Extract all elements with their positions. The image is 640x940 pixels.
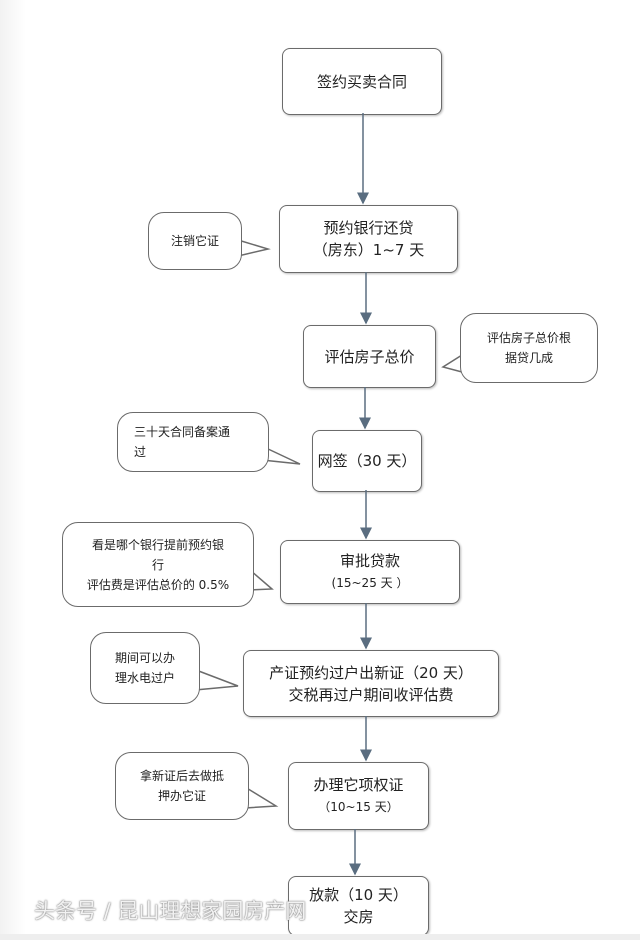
note-line: 过: [134, 445, 147, 459]
step-appraisal: 评估房子总价: [303, 325, 436, 388]
step-title: 产证预约过户出新证（20 天）: [269, 663, 473, 682]
page-bottom-edge: [0, 934, 640, 940]
watermark: 头条号 / 昆山理想家园房产网: [34, 899, 307, 923]
callout-tail-3: [261, 447, 301, 465]
note-line: 拿新证后去做抵: [139, 769, 224, 783]
callout-tail-2: [441, 354, 463, 373]
note-filing: 三十天合同备案通 过: [117, 412, 269, 472]
callout-tail-6: [244, 786, 279, 809]
note-bank-fee: 看是哪个银行提前预约银 行 评估费是评估总价的 0.5%: [62, 522, 254, 607]
page-edge: [0, 0, 26, 940]
note-line: 期间可以办: [114, 651, 175, 665]
callout-tail-5: [194, 669, 239, 691]
note-line: 看是哪个银行提前预约银: [91, 537, 224, 552]
step-loan-release: 放款（10 天） 交房: [288, 876, 429, 936]
callout-tail-1: [237, 239, 271, 257]
note-line: 评估费是评估总价的 0.5%: [86, 577, 230, 592]
note-line: 三十天合同备案通: [134, 425, 231, 439]
step-title: 签约买卖合同: [316, 72, 407, 91]
note-line: 理水电过户: [114, 671, 175, 685]
step-transfer: 产证预约过户出新证（20 天） 交税再过户期间收评估费: [243, 650, 499, 717]
step-title: 办理它项权证: [313, 776, 404, 794]
step-bank-repayment: 预约银行还贷 （房东）1~7 天: [279, 205, 458, 273]
note-appraisal: 评估房子总价根 据贷几成: [460, 313, 598, 383]
note-line: 行: [151, 557, 164, 572]
step-sub: （房东）1~7 天: [312, 241, 425, 259]
step-sub: 交房: [343, 908, 374, 926]
step-mortgage-cert: 办理它项权证 （10~15 天）: [288, 762, 429, 830]
note-cancel-cert: 注销它证: [148, 212, 242, 270]
note-utilities: 期间可以办 理水电过户: [90, 632, 200, 704]
note-line: 注销它证: [170, 234, 219, 248]
note-line: 据贷几成: [504, 351, 553, 365]
step-title: 预约银行还贷: [323, 219, 414, 237]
step-sub: （10~15 天）: [318, 800, 399, 814]
step-title: 评估房子总价: [324, 347, 415, 366]
step-sub: (15~25 天 ）: [331, 576, 409, 590]
step-sign-contract: 签约买卖合同: [282, 48, 442, 115]
note-line: 评估房子总价根: [486, 331, 571, 345]
step-title: 审批贷款: [339, 552, 400, 570]
step-title: 网签（30 天）: [317, 452, 417, 470]
note-new-cert: 拿新证后去做抵 押办它证: [115, 752, 249, 820]
step-sub: 交税再过户期间收评估费: [288, 685, 454, 704]
step-loan-approval: 审批贷款 (15~25 天 ）: [280, 540, 460, 604]
step-online-sign: 网签（30 天）: [312, 430, 422, 492]
step-title: 放款（10 天）: [309, 886, 408, 904]
note-line: 押办它证: [157, 789, 206, 803]
callout-tail-4: [247, 569, 274, 591]
